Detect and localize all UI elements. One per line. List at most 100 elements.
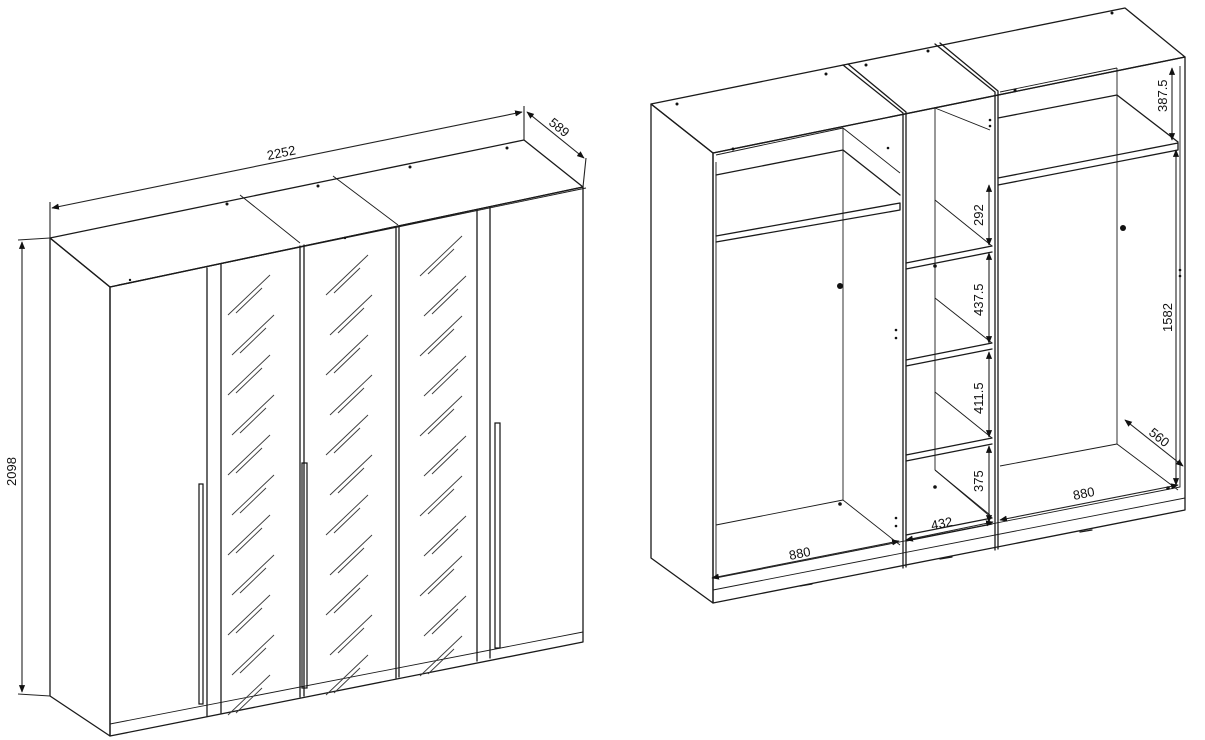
- right-width-label: 880: [1072, 484, 1096, 503]
- handle-2: [301, 462, 308, 689]
- mirror-mark: [333, 427, 361, 454]
- inner-depth-label: 560: [1146, 425, 1172, 450]
- mirror-mark: [231, 314, 275, 356]
- dimension-left-width: 880: [711, 539, 900, 580]
- mirror-mark: [227, 674, 271, 716]
- mirror-mark: [231, 554, 275, 596]
- dimension-inner-depth: 560: [1124, 419, 1184, 467]
- mirror-reflection-marks: [227, 235, 467, 716]
- dimension-top-shelf-gap: 387.5: [1155, 67, 1176, 141]
- dimension-shelf-gap-3: 411.5: [971, 351, 993, 438]
- mirror-mark: [333, 667, 361, 694]
- dimension-shelf-gap-1: 292: [971, 184, 993, 246]
- mirror-mark: [427, 568, 455, 595]
- middle-shelf-side: [934, 391, 993, 439]
- width-label: 2252: [266, 142, 297, 162]
- mirror-mark: [333, 267, 361, 294]
- mirror-mark: [325, 654, 369, 696]
- mirror-mark: [325, 574, 369, 616]
- mirror-mark: [431, 528, 459, 555]
- mirror-mark: [337, 467, 365, 494]
- front-face: [109, 186, 584, 737]
- mirror-mark: [337, 627, 365, 654]
- middle-shelf-edge: [905, 443, 993, 462]
- mirror-mark: [325, 494, 369, 536]
- dimension-width: 2252: [49, 106, 525, 238]
- mirror-mark: [337, 307, 365, 334]
- interior-side-panel: [650, 103, 714, 604]
- mirror-mark: [427, 328, 455, 355]
- mirror-mark: [431, 608, 459, 635]
- height-label: 2098: [4, 457, 19, 486]
- mirror-mark: [239, 567, 267, 594]
- front-view-wardrobe: 2252 589 2098: [4, 106, 587, 737]
- interior-view-wardrobe: 387.5 1582 292 437.5 411.5 375 560 880: [650, 7, 1186, 604]
- mirror-mark: [227, 514, 271, 556]
- mirror-mark: [423, 275, 467, 317]
- mirror-mark: [227, 354, 271, 396]
- dimension-shelf-gap-4: 375: [971, 445, 993, 523]
- middle-shelf-front: [905, 342, 993, 361]
- mirror-mark: [239, 487, 267, 514]
- mirror-mark: [333, 347, 361, 374]
- middle-shelf-edge: [905, 348, 993, 367]
- handle-3: [494, 422, 501, 649]
- depth-label: 589: [546, 115, 572, 140]
- mirror-mark: [419, 475, 463, 517]
- dimension-shelf-gap-2: 437.5: [971, 252, 993, 344]
- mirror-mark: [227, 434, 271, 476]
- mirror-mark: [329, 294, 373, 336]
- mirror-mark: [239, 327, 267, 354]
- mirror-mark: [329, 454, 373, 496]
- dimension-middle-width: 432: [905, 514, 994, 542]
- mirror-mark: [239, 407, 267, 434]
- handle-1: [198, 483, 204, 705]
- mirror-mark: [325, 414, 369, 456]
- dimension-height: 2098: [4, 237, 51, 697]
- mirror-mark: [329, 534, 373, 576]
- mirror-mark: [325, 334, 369, 376]
- mirror-mark: [423, 595, 467, 637]
- mirror-mark: [235, 367, 263, 394]
- mirror-mark: [431, 368, 459, 395]
- mirror-mark: [427, 648, 455, 675]
- mirror-mark: [231, 474, 275, 516]
- mirror-mark: [329, 614, 373, 656]
- dimension-right-width: 880: [999, 483, 1179, 522]
- door-handles: [198, 422, 501, 705]
- mirror-mark: [419, 315, 463, 357]
- mirror-mark: [423, 435, 467, 477]
- right-rail-end: [1120, 225, 1126, 231]
- mirror-mark: [419, 635, 463, 677]
- right-top-shelf: [997, 94, 1179, 186]
- mirror-mark: [427, 408, 455, 435]
- mirror-mark: [235, 447, 263, 474]
- mirror-mark: [423, 355, 467, 397]
- mirror-mark: [235, 287, 263, 314]
- mirror-mark: [329, 374, 373, 416]
- mirror-mark: [239, 647, 267, 674]
- mirror-mark: [227, 274, 271, 316]
- left-top-shelf: [715, 149, 901, 243]
- mirror-mark: [431, 288, 459, 315]
- front-top-face: [49, 139, 584, 288]
- mirror-mark: [427, 488, 455, 515]
- middle-shelf-side: [934, 297, 993, 344]
- left-rail-end: [837, 283, 843, 289]
- mirror-mark: [227, 594, 271, 636]
- mirror-mark: [333, 587, 361, 614]
- mirror-mark: [235, 687, 263, 714]
- mirror-mark: [231, 394, 275, 436]
- door-divisions: [206, 206, 491, 717]
- shelf-gap-3-label: 411.5: [971, 382, 986, 414]
- mirror-mark: [431, 448, 459, 475]
- shelf-gap-2-label: 437.5: [971, 283, 986, 316]
- mirror-mark: [333, 507, 361, 534]
- front-side-panel: [49, 237, 111, 737]
- middle-shelf-side: [934, 469, 993, 519]
- hanging-height-label: 1582: [1160, 303, 1175, 332]
- middle-shelf-front: [905, 245, 993, 264]
- mirror-mark: [337, 387, 365, 414]
- mirror-mark: [337, 547, 365, 574]
